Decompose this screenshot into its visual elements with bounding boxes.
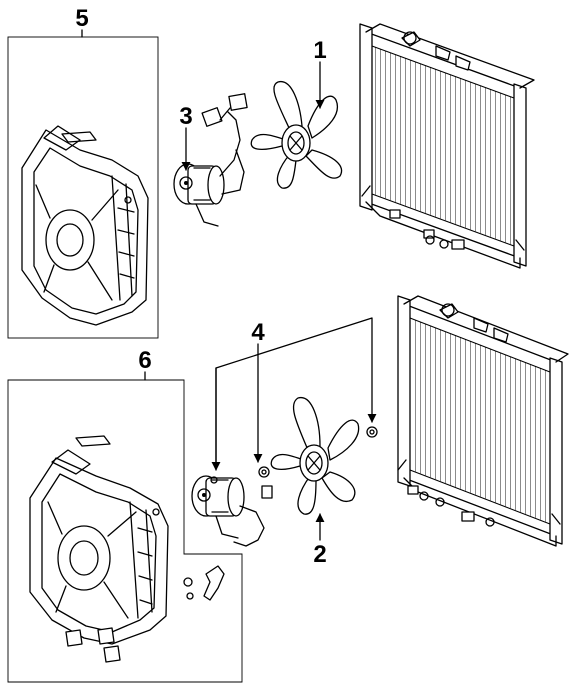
- fan-shroud-upper: [21, 125, 149, 326]
- shroud-hardware-lower: [65, 565, 225, 663]
- radiator-lower: [397, 295, 569, 547]
- fan-blade-lower: [270, 397, 360, 515]
- callout-5: 5: [75, 5, 88, 32]
- nut-hardware: [258, 426, 378, 478]
- callout-4: 4: [251, 319, 265, 346]
- callout-6: 6: [138, 347, 151, 374]
- fan-motor-upper: [173, 93, 248, 227]
- radiator-upper: [359, 23, 535, 269]
- callout-3: 3: [179, 103, 192, 130]
- fan-motor-lower: [191, 475, 273, 547]
- shroud-box-upper: [7, 36, 159, 339]
- shroud-box-lower: [7, 379, 243, 683]
- fan-shroud-lower: [29, 435, 169, 645]
- fan-blade-upper: [250, 81, 343, 189]
- callout-2: 2: [313, 541, 326, 568]
- callout-1: 1: [313, 37, 326, 64]
- leader-lines: [81, 29, 377, 541]
